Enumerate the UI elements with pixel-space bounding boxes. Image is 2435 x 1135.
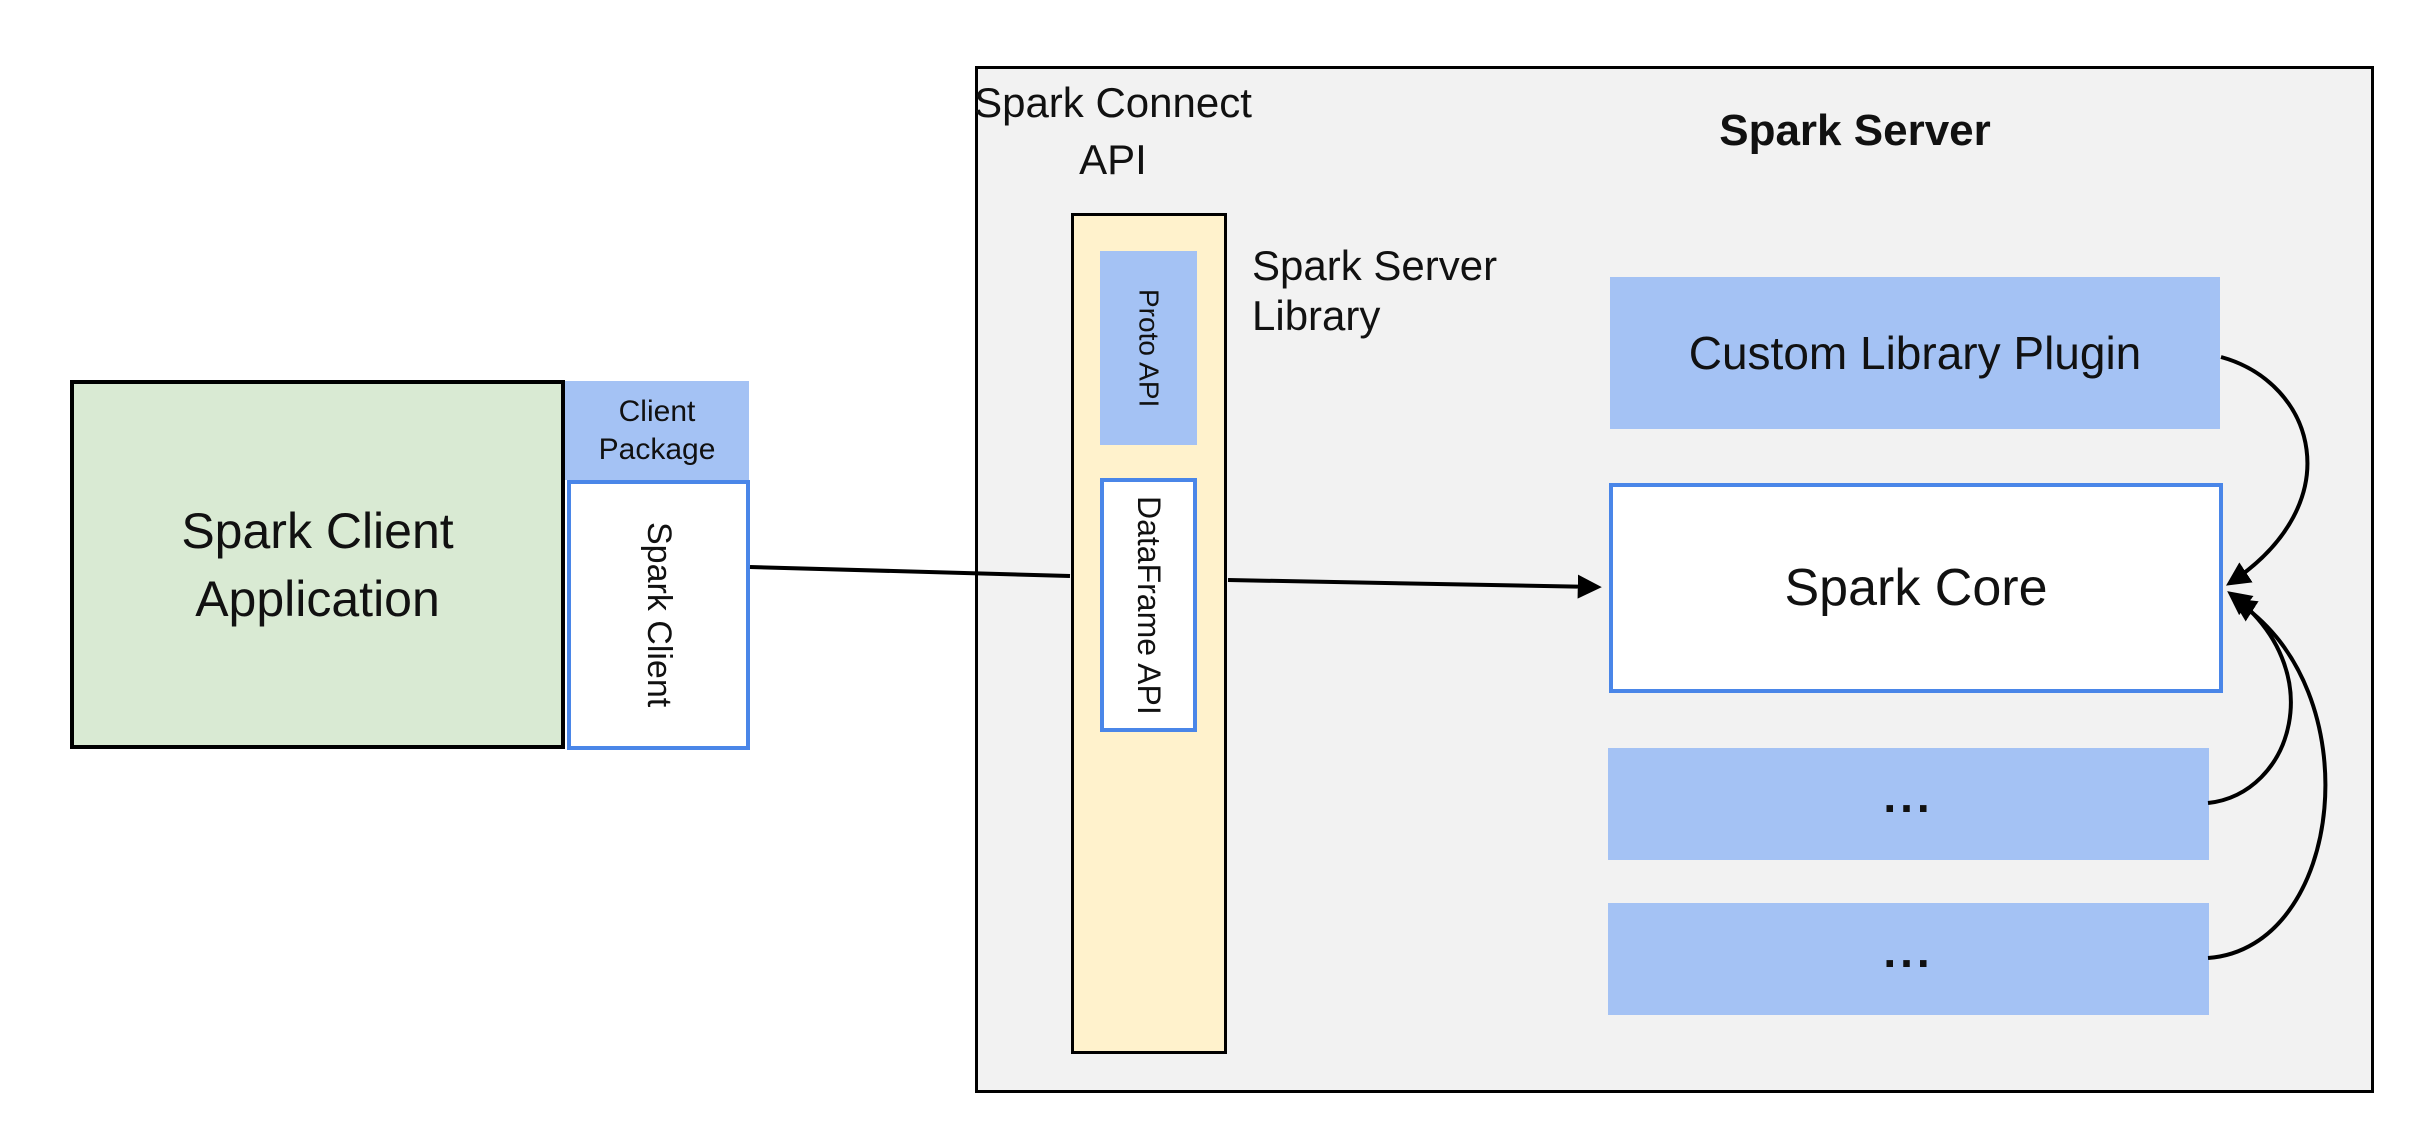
spark-client-application-label-line1: Spark Client <box>181 502 454 559</box>
module-box-2-label: ... <box>1883 925 1934 977</box>
client-package-label-line1: Client <box>618 394 696 428</box>
module-box-1-label: ... <box>1883 770 1934 822</box>
module-box-2: ... <box>1608 903 2209 1015</box>
client-package-label-line2: Package <box>598 432 716 466</box>
dataframe-api-box: DataFrame API <box>1100 478 1197 732</box>
spark-server-library-label-line1: Spark Server <box>1252 242 1498 289</box>
spark-client-label: Spark Client <box>640 522 678 708</box>
spark-connect-api-heading-line2: API <box>1079 136 1147 183</box>
spark-server-library-label: Spark Server Library <box>1252 241 1592 341</box>
client-package-label: Client Package <box>599 393 716 469</box>
module-box-1: ... <box>1608 748 2209 860</box>
proto-api-label: Proto API <box>1133 288 1165 408</box>
spark-server-heading: Spark Server <box>1719 106 1991 155</box>
custom-library-plugin-box: Custom Library Plugin <box>1610 277 2220 429</box>
client-package-box: Client Package <box>565 381 749 480</box>
spark-server-library-label-line2: Library <box>1252 292 1381 339</box>
spark-core-box: Spark Core <box>1609 483 2223 693</box>
spark-client-application-label: Spark Client Application <box>181 497 453 633</box>
spark-client-application-label-line2: Application <box>195 570 440 627</box>
spark-core-label: Spark Core <box>1784 559 2048 617</box>
spark-connect-api-heading-line1: Spark Connect <box>974 79 1252 126</box>
proto-api-box: Proto API <box>1100 251 1197 445</box>
spark-client-application-box: Spark Client Application <box>70 380 565 749</box>
spark-connect-api-heading: Spark Connect API <box>953 74 1273 188</box>
spark-client-box: Spark Client <box>567 480 750 750</box>
dataframe-api-label: DataFrame API <box>1131 495 1167 715</box>
custom-library-plugin-label: Custom Library Plugin <box>1688 327 2142 379</box>
